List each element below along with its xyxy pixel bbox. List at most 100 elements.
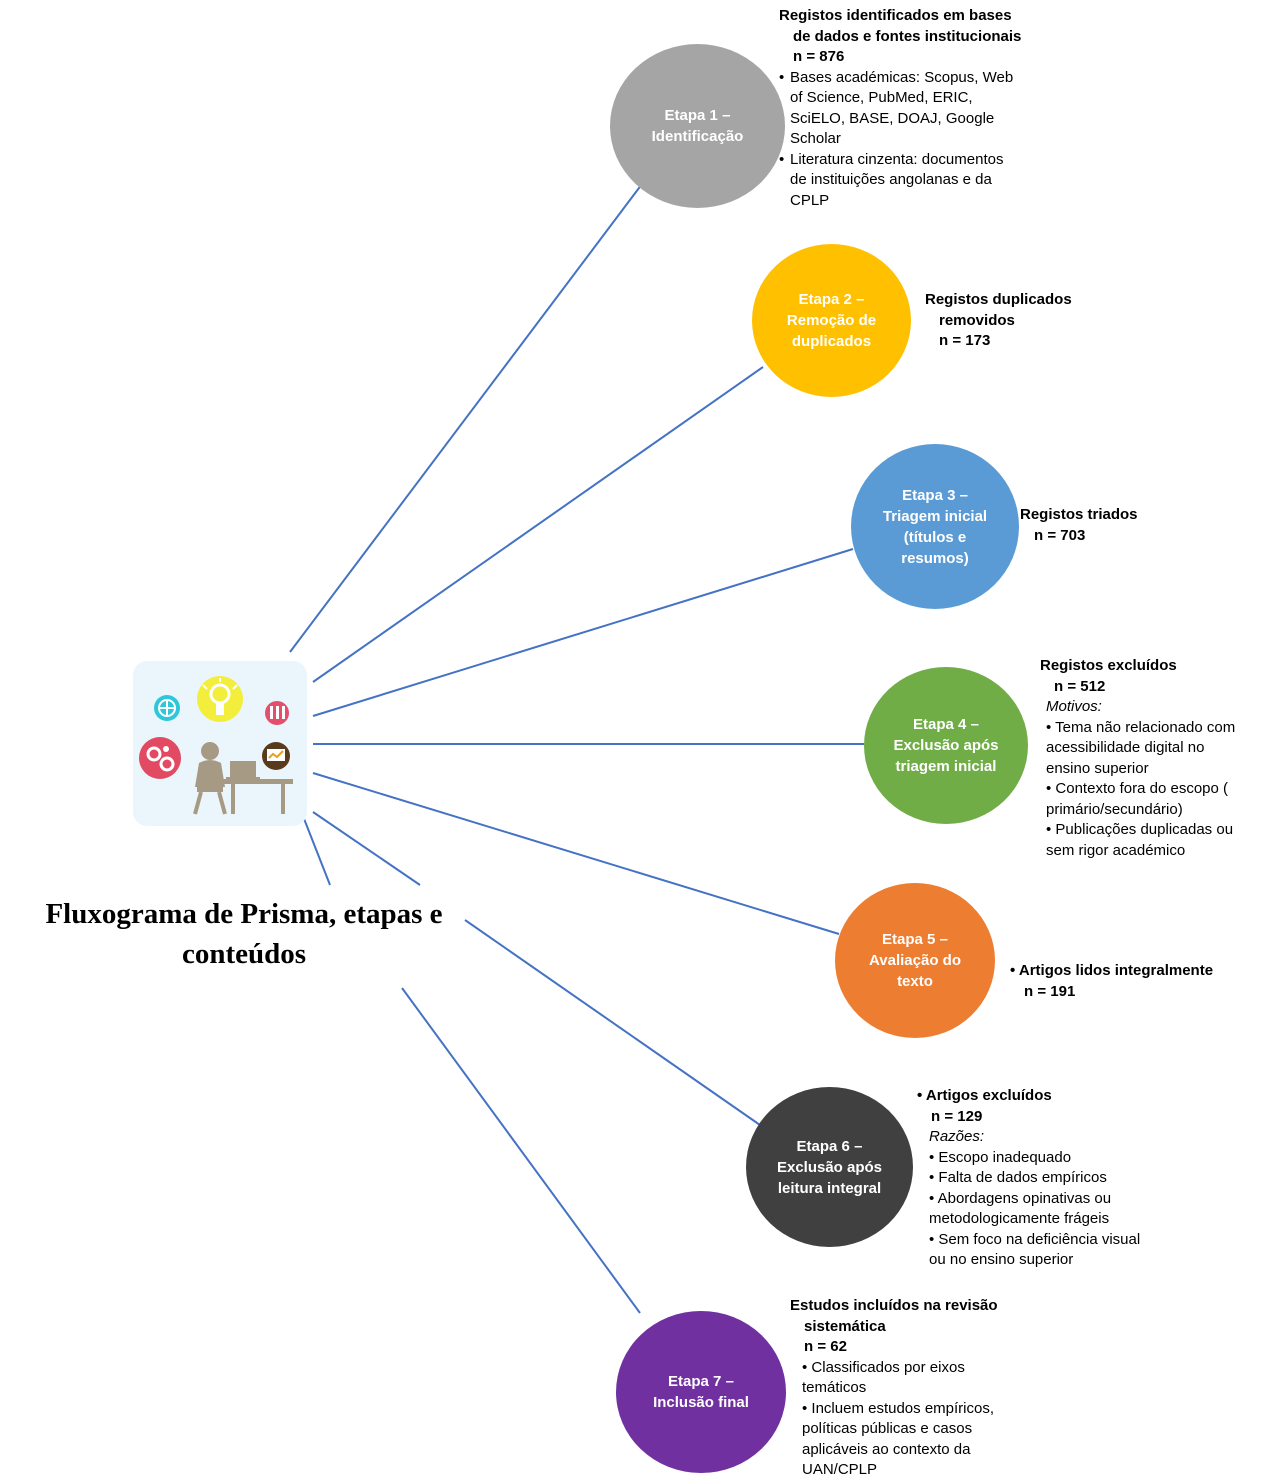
connector-line	[464, 919, 761, 1126]
stage-3-title-line: resumos)	[901, 549, 969, 567]
stage-1-bullet-line: Bases académicas: Scopus, Web	[790, 68, 1014, 86]
stage-2-title-line: duplicados	[791, 333, 872, 350]
stage-6-reasons-label: Razões:	[929, 1128, 985, 1145]
stage-1-heading: de dados e fontes institucionais	[793, 27, 1022, 45]
stage-4-title-line: Etapa 4 –	[913, 716, 979, 733]
stage-1-title: Etapa 1 – Identificação	[652, 105, 744, 147]
stage-2-title-line: Etapa 2 –	[798, 291, 865, 308]
stage-6-title-line: Exclusão após	[776, 1158, 883, 1176]
stage-3-heading: Registos triados	[1020, 506, 1138, 523]
connector-line	[289, 179, 646, 653]
stage-4-title-line: Exclusão após	[893, 737, 999, 754]
stage-1-bullet-line: CPLP	[790, 191, 830, 209]
stage-7-note-line: UAN/CPLP	[802, 1461, 878, 1478]
hub-illustration	[133, 661, 307, 826]
stage-2-title-line: Remoção de	[786, 312, 877, 329]
stage-7-title-line: Inclusão final	[653, 1394, 749, 1411]
gears-icon	[139, 737, 181, 779]
connector-line	[312, 811, 421, 886]
stage-2-count: n = 173	[939, 332, 991, 349]
connector-line	[312, 548, 854, 717]
stage-4-reason-line: • Tema não relacionado com	[1046, 718, 1236, 736]
stage-6-description: • Artigos excluídos n = 129 Razões: • Es…	[917, 1086, 1177, 1271]
stage-1-title-line: Etapa 1 –	[664, 107, 731, 124]
stage-4-reason-line: acessibilidade digital no	[1046, 739, 1205, 756]
stage-4-count: n = 512	[1054, 677, 1106, 695]
stage-3-circle: Etapa 3 – Triagem inicial (títulos e res…	[851, 444, 1019, 609]
stage-7-title: Etapa 7 – Inclusão final	[653, 1371, 749, 1413]
stage-4-title: Etapa 4 – Exclusão após triagem inicial	[893, 714, 998, 777]
connector-line	[312, 772, 840, 935]
stage-7-title-line: Etapa 7 –	[668, 1373, 734, 1390]
globe-icon	[154, 695, 180, 721]
diagram-title: Fluxograma de Prisma, etapas e conteúdos	[45, 898, 443, 970]
stage-4-reason-line: ensino superior	[1046, 759, 1149, 777]
stage-6-reason-line: • Escopo inadequado	[929, 1148, 1072, 1166]
stage-1-bullet: Bases académicas: Scopus, Web of Science…	[779, 68, 1064, 150]
stage-4-reasons: Motivos: • Tema não relacionado com aces…	[1040, 697, 1272, 861]
connector-line	[401, 987, 641, 1314]
stage-6-title: Etapa 6 – Exclusão após leitura integral	[777, 1136, 882, 1199]
stage-7-heading: sistemática	[804, 1317, 886, 1335]
stage-4-reason-line: • Publicações duplicadas ou	[1046, 821, 1234, 838]
stage-1-bullet-line: of Science, PubMed, ERIC,	[790, 89, 973, 106]
stage-1-heading: Registos identificados em bases	[779, 7, 1012, 24]
stage-4-body: n = 512	[1040, 677, 1272, 698]
connector-line	[312, 366, 764, 683]
stage-3-count: n = 703	[1034, 526, 1086, 544]
stage-6-count: n = 129	[931, 1107, 983, 1125]
stage-4-title-line: triagem inicial	[895, 758, 997, 775]
stage-7-note-line: aplicáveis ao contexto da	[802, 1440, 971, 1458]
stage-2-circle: Etapa 2 – Remoção de duplicados	[752, 244, 911, 397]
stage-5-title-line: Avaliação do	[869, 952, 961, 969]
stage-1-circle: Etapa 1 – Identificação	[610, 44, 785, 208]
stage-6-reasons: Razões: • Escopo inadequado • Falta de d…	[917, 1127, 1177, 1271]
stage-6-reason-line: ou no ensino superior	[929, 1251, 1074, 1268]
stage-5-description: • Artigos lidos integralmente n = 191	[1010, 961, 1250, 1002]
stage-6-reason-line: • Sem foco na deficiência visual	[929, 1230, 1141, 1248]
lightbulb-icon	[197, 676, 243, 722]
stage-5-title-line: texto	[897, 973, 933, 990]
stage-7-note-line: temáticos	[802, 1379, 867, 1396]
stage-4-heading: Registos excluídos	[1040, 657, 1177, 674]
stage-7-note-line: políticas públicas e casos	[802, 1420, 973, 1437]
stage-3-title-line: (títulos e	[903, 528, 967, 546]
stage-6-heading: • Artigos excluídos	[917, 1087, 1052, 1104]
stage-4-reasons-label: Motivos:	[1046, 698, 1102, 715]
test-tubes-icon	[265, 701, 289, 725]
stage-1-bullet: Literatura cinzenta: documentos de insti…	[779, 150, 1064, 212]
stage-7-count: n = 62	[804, 1338, 847, 1355]
stage-1-bullet-line: de instituições angolanas e da	[790, 171, 992, 188]
stage-1-title-line: Identificação	[651, 128, 744, 145]
stage-6-reason-line: • Falta de dados empíricos	[929, 1169, 1107, 1186]
stage-7-note-line: • Incluem estudos empíricos,	[802, 1399, 994, 1417]
stage-6-title-line: leitura integral	[777, 1179, 882, 1197]
stage-4-reason-line: sem rigor académico	[1046, 841, 1186, 859]
laptop-icon	[226, 761, 260, 780]
stage-1-bullet-line: Scholar	[790, 130, 841, 147]
stage-6-reason-line: • Abordagens opinativas ou	[929, 1189, 1112, 1207]
stage-4-reason-line: • Contexto fora do escopo (	[1046, 780, 1229, 797]
stage-7-description: Estudos incluídos na revisão sistemática…	[790, 1296, 1040, 1478]
stage-6-title-line: Etapa 6 –	[796, 1137, 863, 1155]
stage-5-title-line: Etapa 5 –	[882, 931, 948, 948]
stage-2-heading: Registos duplicados	[925, 291, 1072, 308]
stage-4-circle: Etapa 4 – Exclusão após triagem inicial	[864, 667, 1028, 824]
stage-2-description: Registos duplicados removidos n = 173	[925, 290, 1125, 352]
stage-5-circle: Etapa 5 – Avaliação do texto	[835, 883, 995, 1038]
stage-2-heading: removidos	[939, 311, 1015, 329]
stage-5-heading: • Artigos lidos integralmente	[1010, 962, 1214, 979]
stage-1-description: Registos identificados em bases de dados…	[779, 6, 1064, 211]
stage-7-notes: • Classificados por eixos temáticos • In…	[790, 1358, 1040, 1478]
stage-3-title-line: Triagem inicial	[882, 507, 988, 525]
presentation-board-icon	[262, 742, 290, 770]
stage-6-reason-line: metodologicamente frágeis	[929, 1210, 1110, 1227]
stage-7-heading: Estudos incluídos na revisão	[790, 1297, 998, 1314]
stage-3-title-line: Etapa 3 –	[902, 486, 968, 504]
stage-5-title: Etapa 5 – Avaliação do texto	[869, 929, 961, 992]
stage-2-title: Etapa 2 – Remoção de duplicados	[787, 289, 876, 352]
stage-3-title: Etapa 3 – Triagem inicial (títulos e res…	[883, 485, 987, 569]
stage-1-bullet-line: Literatura cinzenta: documentos	[790, 150, 1004, 168]
